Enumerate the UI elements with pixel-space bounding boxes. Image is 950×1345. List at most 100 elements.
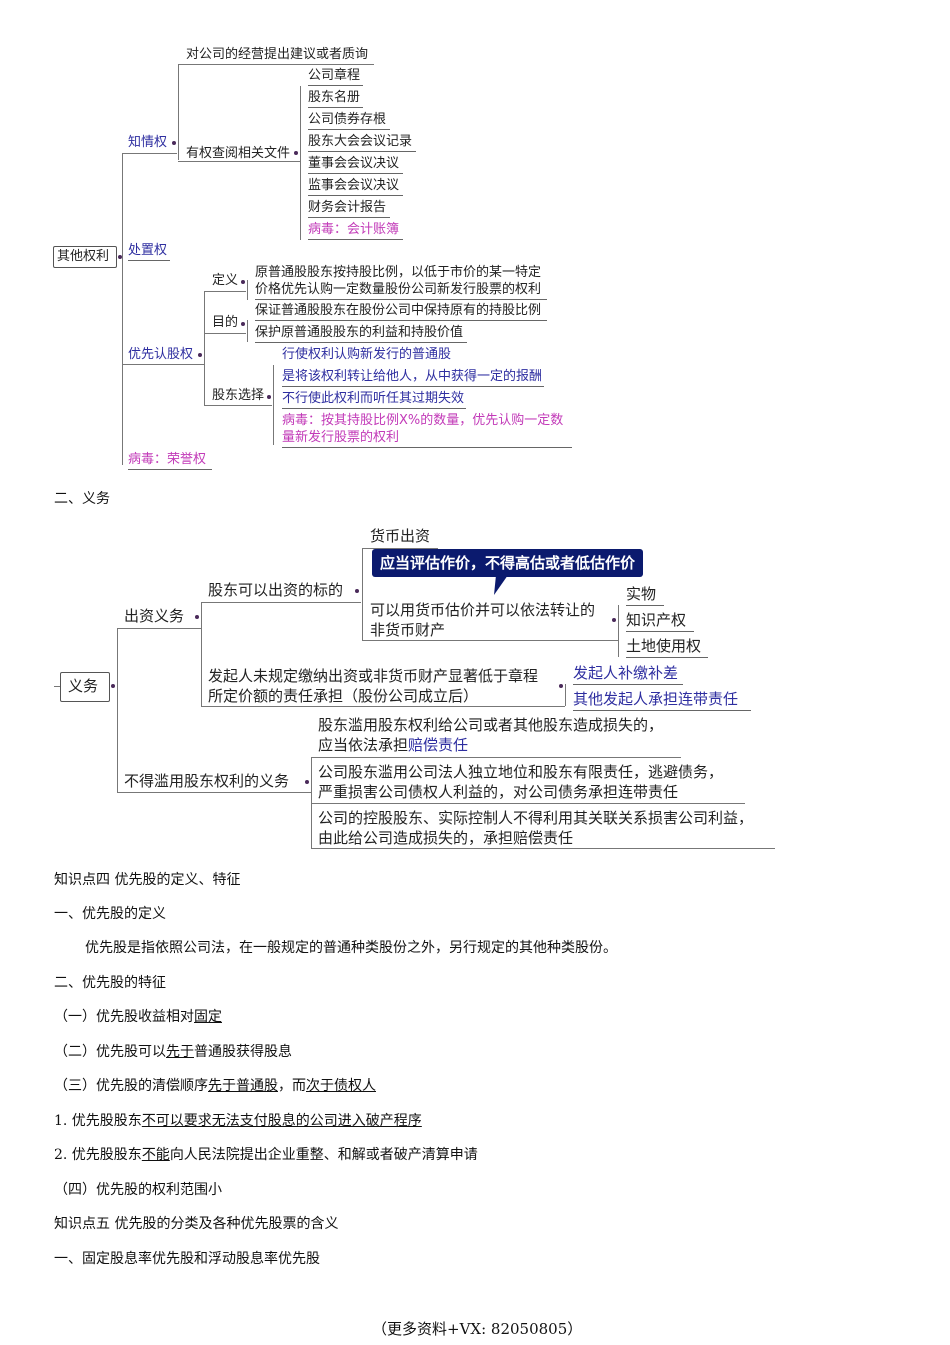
node-suggest: 对公司的经营提出建议或者质询	[186, 47, 369, 62]
branch-line	[204, 291, 246, 292]
underlined-text: 固定	[194, 1009, 222, 1025]
branch-line	[201, 706, 565, 707]
branch-line	[565, 684, 566, 706]
node-capital: 出资义务	[124, 607, 185, 625]
abuse-item2-line1: 公司股东滥用公司法人独立地位和股东有限责任，逃避债务，	[318, 763, 724, 781]
branch-line	[204, 333, 246, 334]
section-heading-obligation: 二、义务	[54, 491, 110, 507]
noncash-item: 知识产权	[626, 610, 694, 632]
node-dot	[198, 353, 202, 357]
abuse-item1-highlight: 赔偿责任	[408, 736, 469, 754]
choice-virus-line1: 病毒：按其持股比例X%的数量，优先认购一定数	[282, 413, 564, 428]
branch-line	[204, 291, 205, 405]
node-dot	[241, 280, 245, 284]
promoter-item: 发起人补缴补差	[573, 663, 683, 685]
underlined-text: 先于普通股	[208, 1078, 278, 1094]
underlined-text: 不可以要求无法支付股息的公司进入破产程序	[141, 1113, 422, 1129]
underlined-text: 先于	[166, 1044, 194, 1060]
node-dot	[195, 615, 199, 619]
text: 1. 优先股股东	[54, 1113, 142, 1129]
branch-line	[117, 792, 311, 793]
purpose-item: 保护原普通股股东的利益和持股价值	[255, 325, 467, 343]
branch-line	[362, 640, 618, 641]
mindmap-root-label: 其他权利	[57, 249, 110, 264]
node-dot	[612, 618, 616, 622]
node-abuse: 不得滥用股东权利的义务	[124, 772, 290, 790]
callout-pointer-icon	[494, 575, 508, 595]
branch-line	[201, 602, 361, 603]
branch-line	[122, 364, 204, 365]
node-def: 定义	[212, 273, 239, 288]
doc-item: 董事会会议决议	[308, 156, 403, 174]
def-line1: 原普通股股东按持股比例，以低于市价的某一特定	[255, 265, 542, 280]
node-subject: 股东可以出资的标的	[208, 581, 344, 599]
node-dot	[294, 151, 298, 155]
branch-line	[311, 803, 745, 804]
promoter-item: 其他发起人承担连带责任	[573, 689, 751, 711]
noncash-item: 土地使用权	[626, 636, 708, 658]
branch-line	[247, 280, 248, 300]
doc-item: 公司债券存根	[308, 112, 390, 130]
branch-line	[54, 686, 62, 687]
branch-line	[300, 86, 301, 240]
numbered-item-2: 2. 优先股股东不能向人民法院提出企业重整、和解或者破产清算申请	[54, 1144, 478, 1164]
node-cash: 货币出资	[370, 527, 431, 545]
node-dot	[559, 684, 563, 688]
node-chuzhi: 处置权	[128, 243, 170, 261]
text: （三）优先股的清偿顺序	[54, 1078, 208, 1094]
branch-line	[117, 628, 201, 629]
def-line2: 价格优先认购一定数量股份公司新发行股票的权利	[255, 282, 547, 300]
choice-item: 行使权利认购新发行的普通股	[282, 347, 452, 362]
node-dot	[172, 141, 176, 145]
text: （一）优先股收益相对	[54, 1009, 194, 1025]
branch-line	[311, 757, 681, 758]
node-youxian: 优先认股权	[128, 347, 194, 362]
callout-valuation: 应当评估作价，不得高估或者低估作价	[372, 549, 644, 577]
node-dot	[267, 395, 271, 399]
branch-line	[178, 161, 300, 162]
branch-line	[247, 320, 248, 342]
mindmap-root-box	[53, 246, 117, 268]
doc-item-virus: 病毒：会计账簿	[308, 222, 403, 240]
mindmap-root-label: 义务	[68, 677, 99, 695]
branch-line	[362, 548, 363, 640]
text: 向人民法院提出企业重整、和解或者破产清算申请	[169, 1147, 478, 1163]
feature-1: （一）优先股收益相对固定	[54, 1006, 222, 1026]
abuse-item1-line1: 股东滥用股东权利给公司或者其他股东造成损失的，	[318, 716, 664, 734]
branch-line	[204, 405, 272, 406]
abuse-item1-line2: 应当依法承担赔偿责任	[318, 735, 468, 755]
choice-item: 是将该权利转让给他人，从中获得一定的报酬	[282, 369, 544, 387]
kp4-title: 知识点四 优先股的定义、特征	[54, 872, 241, 888]
purpose-item: 保证普通股股东在股份公司中保持原有的持股比例	[255, 303, 547, 321]
text: （二）优先股可以	[54, 1044, 166, 1060]
branch-line	[122, 153, 123, 465]
abuse-item3-line1: 公司的控股股东、实际控制人不得利用其关联关系损害公司利益，	[318, 809, 754, 827]
doc-item: 公司章程	[308, 68, 363, 86]
text: 2. 优先股股东	[54, 1147, 142, 1163]
node-dot	[111, 684, 115, 688]
text: 普通股获得股息	[194, 1044, 292, 1060]
branch-line	[201, 602, 202, 706]
choice-item: 不行使此权利而听任其过期失效	[282, 391, 466, 409]
abuse-item2-line2: 严重损害公司债权人利益的，对公司债务承担连带责任	[318, 783, 679, 801]
abuse-item1-text: 应当依法承担	[318, 736, 409, 754]
feature-2: （二）优先股可以先于普通股获得股息	[54, 1041, 292, 1061]
node-dot	[355, 589, 359, 593]
node-dot	[241, 322, 245, 326]
branch-line	[618, 605, 619, 657]
branch-line	[178, 64, 374, 65]
noncash-line1: 可以用货币估价并可以依法转让的	[370, 601, 596, 619]
feat-heading: 二、优先股的特征	[54, 975, 166, 991]
promoter-line2: 所定价额的责任承担（股份公司成立后）	[208, 687, 479, 705]
doc-item: 财务会计报告	[308, 200, 390, 218]
noncash-item: 实物	[626, 584, 664, 606]
node-review-docs: 有权查阅相关文件	[186, 146, 291, 161]
def-text: 优先股是指依照公司法，在一般规定的普通种类股份之外，另行规定的其他种类股份。	[85, 940, 617, 956]
underlined-text: 次于债权人	[306, 1078, 376, 1094]
choice-virus-line2: 量新发行股票的权利	[282, 430, 572, 448]
noncash-line2: 非货币财产	[370, 621, 446, 639]
mindmap-root-box	[60, 672, 110, 702]
node-purpose: 目的	[212, 315, 239, 330]
node-dot	[305, 780, 309, 784]
doc-item: 股东名册	[308, 90, 363, 108]
